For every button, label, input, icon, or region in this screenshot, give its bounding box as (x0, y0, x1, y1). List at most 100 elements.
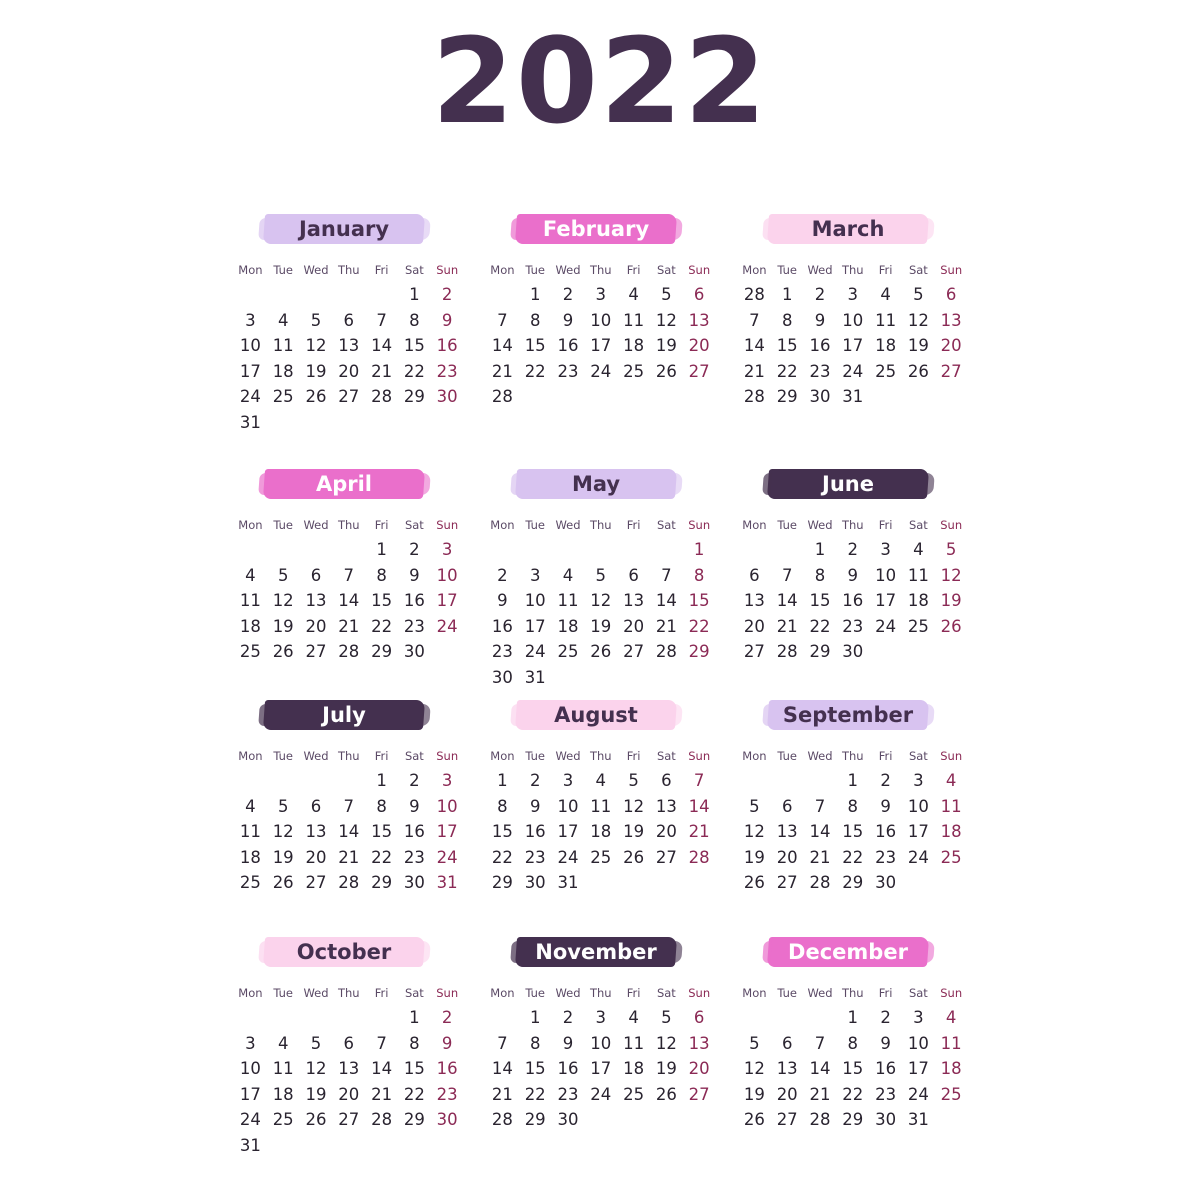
day-cell: 27 (305, 873, 327, 892)
day-cell: 13 (623, 591, 645, 610)
weekday-label: Tue (525, 518, 546, 532)
weekday-label: Thu (589, 263, 612, 277)
day-cell: 7 (376, 310, 387, 330)
day-cell: 7 (497, 1033, 508, 1053)
day-cell: 21 (371, 1084, 393, 1104)
weekday-label: Sun (436, 749, 459, 763)
day-cell: 29 (524, 1110, 546, 1129)
day-cell: 14 (371, 336, 393, 355)
day-cell: 28 (743, 285, 765, 304)
day-cell: 16 (842, 591, 864, 610)
day-cell: 10 (907, 1033, 929, 1053)
day-cell: 11 (907, 565, 929, 585)
empty-cell (804, 1005, 837, 1031)
day-cell: 18 (272, 361, 294, 381)
day-cell: 25 (557, 642, 579, 661)
day-cell: 10 (590, 310, 612, 330)
day-cell: 22 (371, 616, 393, 636)
weekday-label: Sat (908, 986, 928, 1000)
weekday-label: Sat (656, 263, 676, 277)
weekday-label: Thu (841, 986, 864, 1000)
day-cell: 26 (940, 616, 962, 636)
day-cell: 29 (688, 642, 710, 661)
day-cell: 13 (940, 310, 962, 330)
weekday-label: Mon (238, 518, 263, 532)
day-cell: 14 (371, 1059, 393, 1078)
day-cell: 21 (743, 361, 765, 381)
weekday-label: Thu (589, 749, 612, 763)
day-cell: 8 (529, 310, 541, 330)
day-cell: 5 (277, 796, 289, 816)
day-cell: 13 (776, 822, 798, 841)
day-cell: 21 (655, 616, 677, 636)
day-cell: 13 (305, 591, 327, 610)
day-cell: 26 (305, 387, 327, 406)
day-cell: 17 (907, 1059, 929, 1078)
day-cell: 6 (781, 1033, 793, 1053)
weekday-label: Thu (841, 749, 864, 763)
day-cell: 22 (842, 1084, 864, 1104)
day-cell: 4 (562, 565, 574, 585)
day-cell: 21 (776, 616, 798, 636)
day-cell: 13 (688, 1033, 710, 1053)
day-cell: 5 (749, 1033, 760, 1053)
day-cell: 1 (847, 771, 859, 790)
weekday-label: Thu (337, 518, 360, 532)
day-cell: 20 (338, 1084, 360, 1104)
day-cell: 6 (693, 285, 705, 304)
day-cell: 12 (907, 310, 929, 330)
day-cell: 25 (239, 642, 261, 661)
day-cell: 4 (945, 771, 957, 790)
day-cell: 13 (338, 336, 360, 355)
day-cell: 2 (409, 540, 420, 559)
weekday-label: Thu (337, 986, 360, 1000)
day-cell: 6 (310, 565, 322, 585)
day-cell: 25 (875, 361, 897, 381)
day-cell: 16 (491, 616, 513, 636)
day-cell: 26 (655, 1084, 677, 1104)
weekday-label: Tue (525, 986, 546, 1000)
day-cell: 21 (338, 847, 360, 867)
day-cell: 19 (655, 1059, 677, 1078)
day-cell: 27 (940, 361, 962, 381)
day-cell: 11 (557, 591, 579, 610)
weekday-label: Tue (525, 749, 546, 763)
day-cell: 2 (847, 540, 859, 559)
day-cell: 29 (371, 642, 393, 661)
day-cell: 27 (305, 642, 327, 661)
day-cell: 13 (688, 310, 710, 330)
day-cell: 5 (913, 285, 924, 304)
weekday-label: Mon (742, 518, 767, 532)
day-cell: 28 (743, 387, 765, 406)
weekday-label: Sat (404, 518, 424, 532)
day-cell: 22 (842, 847, 864, 867)
day-cell: 2 (880, 1008, 891, 1027)
day-cell: 10 (842, 310, 864, 330)
empty-cell (267, 537, 300, 563)
day-cell: 16 (436, 1059, 458, 1078)
empty-cell (365, 1005, 398, 1031)
weekday-label: Sun (940, 263, 963, 277)
day-cell: 15 (776, 336, 798, 355)
day-cell: 5 (628, 771, 639, 790)
day-cell: 14 (743, 336, 765, 355)
day-cell: 18 (623, 336, 645, 355)
day-cell: 15 (688, 591, 710, 610)
weekday-label: Wed (555, 263, 581, 277)
day-cell: 31 (239, 412, 261, 432)
day-cell: 30 (403, 642, 425, 661)
day-cell: 29 (371, 873, 393, 892)
day-cell: 19 (907, 336, 929, 355)
weekday-label: Sun (436, 263, 459, 277)
day-cell: 21 (491, 1084, 513, 1104)
day-cell: 12 (655, 310, 677, 330)
day-cell: 27 (338, 387, 360, 406)
day-cell: 30 (842, 642, 864, 661)
